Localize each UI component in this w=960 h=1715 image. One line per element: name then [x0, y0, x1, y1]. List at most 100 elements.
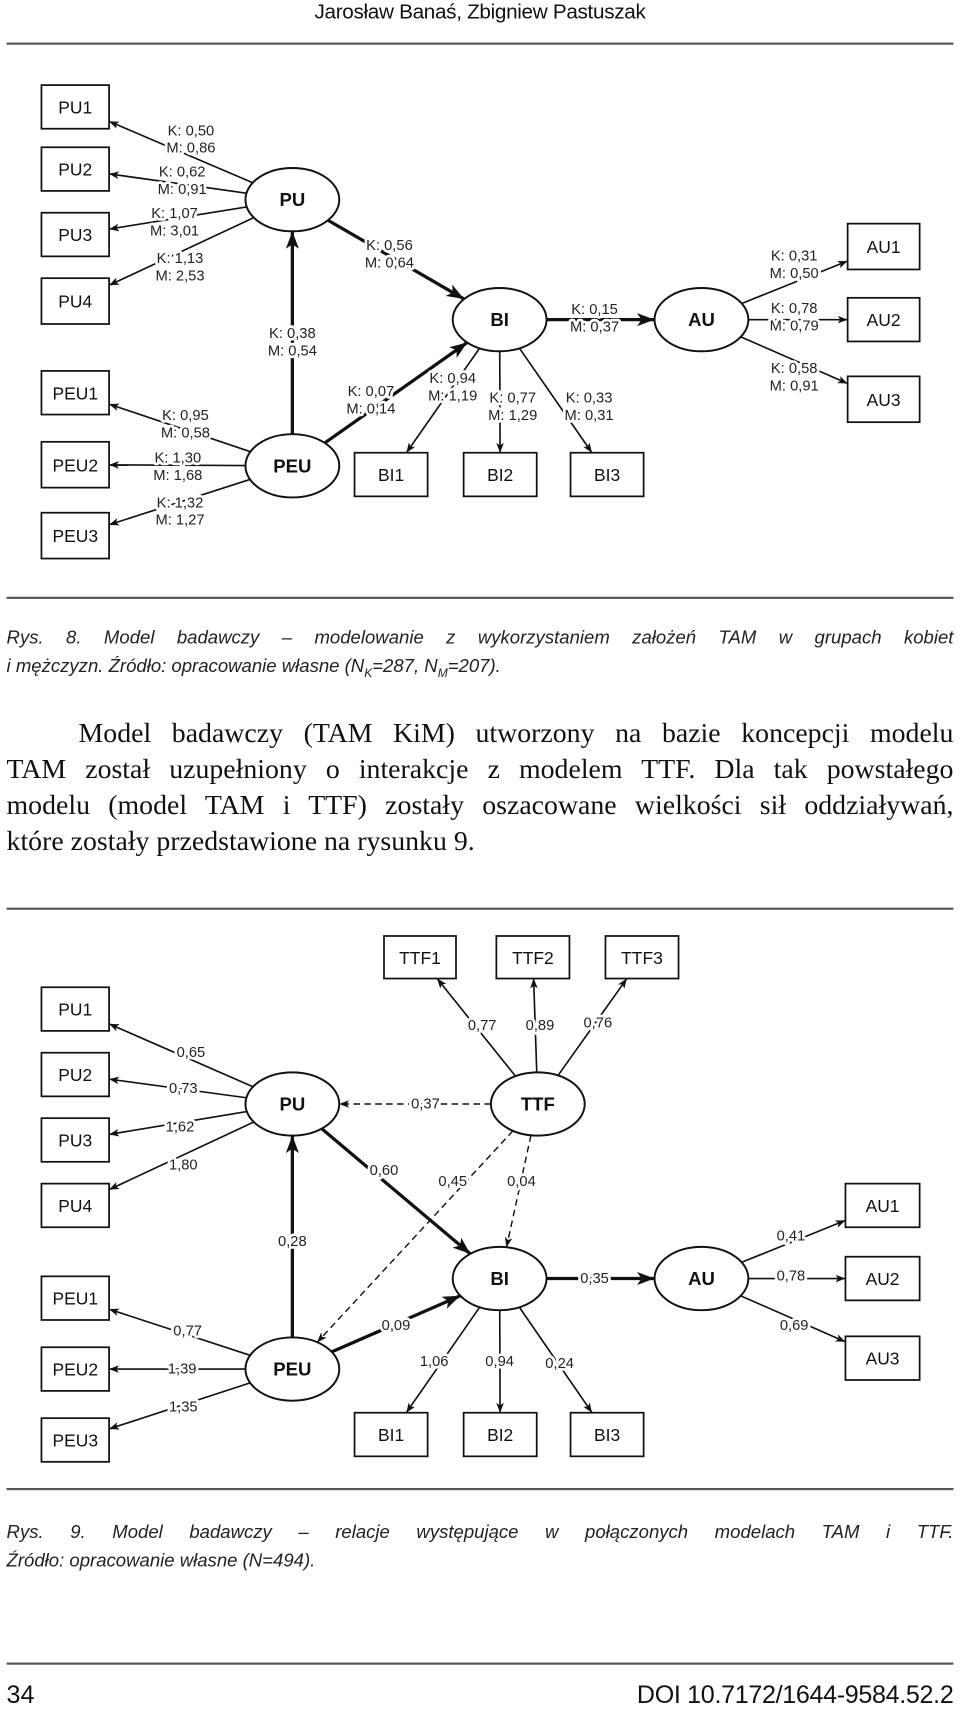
edge-weight-value: M: 3,01: [150, 224, 199, 240]
edge-weight-value: M: 0,79: [770, 319, 819, 335]
edge-weight-value: 0,65: [177, 1045, 206, 1061]
caption-subscript: K: [364, 666, 373, 681]
edge-weight-value: M: 0,37: [570, 320, 619, 336]
edge-weight-value: 0,60: [370, 1163, 399, 1179]
edge-weight-label: 0,76: [583, 1016, 612, 1032]
edge-pu-to-pu1: [108, 120, 254, 184]
indicator-box: [40, 1417, 110, 1463]
node-label: AU3: [867, 390, 901, 410]
figure-8-rule: [6, 596, 954, 599]
edges: [108, 120, 848, 526]
edge-weight-label: 0,35: [580, 1271, 609, 1287]
node-pu: PU: [244, 1071, 341, 1137]
edge-weight-label: 0,09: [382, 1318, 411, 1334]
edge-weight-value: 0,94: [485, 1354, 514, 1370]
edge-weight-label: 0,28: [278, 1234, 307, 1250]
node-label: AU: [688, 1268, 715, 1289]
edge-weight-value: K: 0,94: [429, 371, 476, 387]
node-label: PU3: [58, 225, 92, 245]
node-label: PU4: [58, 292, 92, 312]
node-label: PU: [279, 1094, 305, 1115]
indicator-box: [495, 935, 571, 980]
node-label: BI: [490, 309, 509, 330]
figure-8-caption: Rys. 8. Model badawczy – modelowanie z w…: [7, 624, 954, 688]
edge-weight-value: K: 0,33: [566, 391, 613, 407]
edge-weight-value: M: 0,31: [565, 408, 614, 424]
edge-ttf-to-peu: [316, 1130, 514, 1343]
node-pu3: PU3: [40, 211, 110, 258]
edge-weight-value: 0,37: [411, 1096, 440, 1112]
caption-line: Rys. 9. Model badawczy – relacje występu…: [6, 1521, 954, 1543]
node-label: PEU1: [52, 383, 98, 403]
node-ttf1: TTF1: [383, 935, 457, 980]
edge-weight-value: M: 0,86: [166, 141, 215, 157]
edge-weight-value: M: 0,91: [158, 182, 207, 198]
node-bi: BI: [451, 1245, 548, 1312]
latent-variable-ellipse: [451, 287, 548, 353]
edge-weight-value: M: 1,27: [155, 513, 204, 529]
node-label: PU3: [58, 1131, 92, 1151]
node-label: PU2: [58, 160, 92, 180]
edge-weight-value: M: 0,50: [770, 266, 819, 282]
node-label: BI: [490, 1268, 509, 1289]
edge-weight-value: K: 0,62: [159, 165, 206, 181]
indicator-box: [40, 1117, 110, 1163]
node-label: AU2: [866, 1269, 900, 1289]
edge-pu-to-bi: [320, 1127, 472, 1256]
node-peu2: PEU2: [40, 1346, 110, 1392]
node-pu4: PU4: [40, 1182, 110, 1229]
latent-variable-ellipse: [451, 1245, 548, 1312]
node-label: TTF3: [621, 948, 663, 968]
node-bi3: BI3: [569, 1411, 645, 1458]
indicator-box: [462, 451, 538, 498]
edge-au-to-au1: [741, 1219, 846, 1264]
indicator-box: [40, 84, 110, 130]
edge-weight-label: 0,77: [468, 1018, 497, 1034]
caption-text: =207).: [447, 655, 501, 677]
edge-weight-value: M: 0,58: [161, 425, 210, 441]
edge-weight-label: 0,60: [370, 1163, 399, 1179]
indicator-box: [40, 440, 110, 489]
node-pu4: PU4: [40, 277, 110, 325]
edge-weight-value: K: 1,07: [151, 206, 198, 222]
indicator-box: [604, 935, 680, 980]
node-pu1: PU1: [40, 986, 110, 1032]
edge-weight-label: 0,45: [438, 1174, 467, 1190]
edge-weight-value: M: 2,53: [155, 268, 204, 284]
edge-weight-label: 1,06: [420, 1354, 449, 1370]
edge-weight-value: 0,73: [169, 1081, 198, 1097]
edge-weight-label: 0,41: [777, 1228, 806, 1244]
node-au1: AU1: [846, 222, 921, 271]
indicator-box: [844, 1335, 921, 1381]
indicator-box: [569, 451, 645, 498]
doi: DOI 10.7172/1644-9584.52.2: [636, 1679, 954, 1709]
latent-variable-ellipse: [244, 167, 341, 233]
node-pu2: PU2: [40, 1051, 110, 1098]
node-label: PEU2: [52, 1360, 98, 1380]
edge-weight-label: 0,04: [507, 1174, 536, 1190]
node-peu1: PEU1: [40, 1275, 110, 1321]
latent-variable-ellipse: [653, 1245, 750, 1312]
edge-weight-value: 0,76: [583, 1016, 612, 1032]
edge-peu-to-peu3: [108, 1382, 251, 1430]
edge-weight-value: K: 0,38: [269, 326, 316, 342]
edge-weight-label: 0,94: [485, 1354, 514, 1370]
node-peu3: PEU3: [40, 1417, 110, 1463]
node-peu2: PEU2: [40, 440, 110, 489]
indicator-box: [353, 1411, 429, 1458]
caption-line: Rys. 8. Model badawczy – modelowanie z w…: [6, 627, 954, 648]
edge-pu-to-pu2: [108, 1076, 247, 1099]
edge-weight-label: 0,73: [169, 1081, 198, 1097]
edge-weight-value: K: 1,13: [157, 251, 204, 267]
edge-ttf-to-ttf3: [557, 978, 628, 1076]
